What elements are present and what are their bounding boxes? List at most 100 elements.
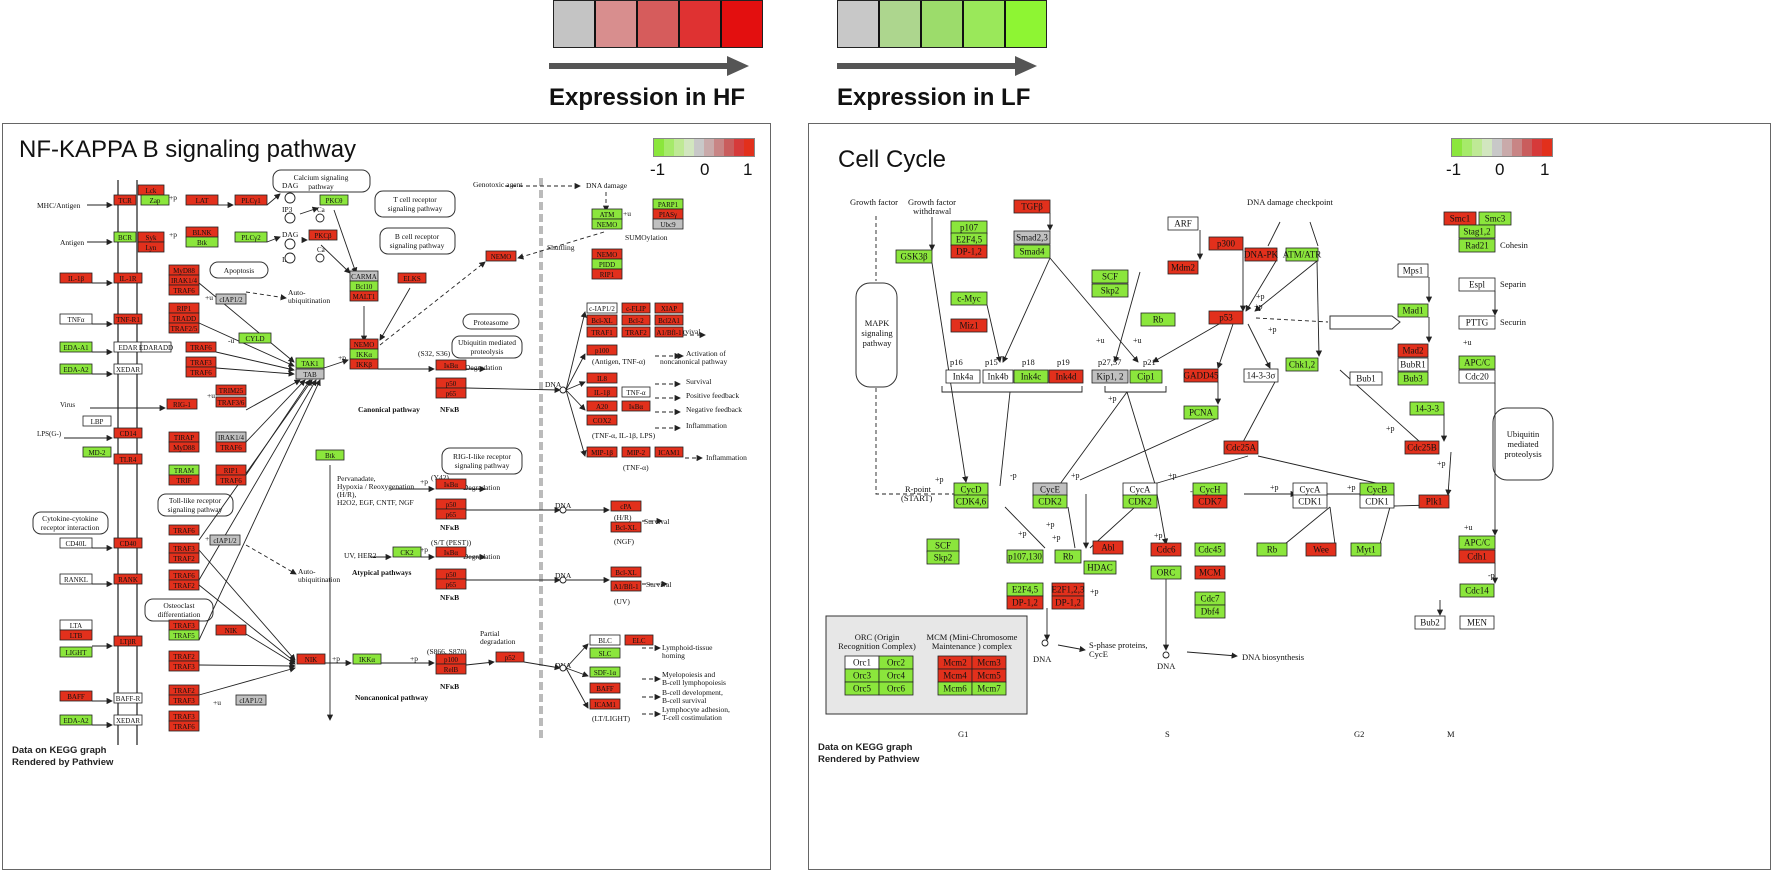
lfbar-cell-2 [922,1,964,47]
gene-node-nfkb-44: MyD88 [168,441,200,453]
svg-text:TIRAP: TIRAP [174,434,194,442]
gene-node-nfkb-79: CARMA [349,270,379,282]
hfbar-cell-1 [596,1,638,47]
gene-node-cc-66: Rad21 [1458,238,1496,253]
gene-node-nfkb-19: TNFα [59,313,93,325]
svg-text:IKKα: IKKα [359,656,375,664]
gene-node-nfkb-128: p65 [435,578,467,590]
svg-text:+p: +p [935,475,944,484]
gene-node-cc-38: CDK1 [1292,494,1328,509]
svg-text:Smad2,3: Smad2,3 [1016,233,1048,243]
svg-text:Plk1: Plk1 [1426,497,1443,507]
svg-text:XEDAR: XEDAR [116,366,140,374]
gene-node-nfkb-64: LTβR [113,635,143,647]
svg-text:BLC: BLC [598,637,612,645]
gene-node-nfkb-49: RIP1 [215,464,247,476]
gene-node-nfkb-7: Syk [137,231,165,243]
gene-node-orc-3: Orc4 [878,668,914,683]
svg-text:COX2: COX2 [593,417,612,425]
svg-text:p65: p65 [446,511,457,519]
lscale-swatch-1 [664,139,674,156]
gene-node-cc-51: Cdc6 [1150,542,1182,557]
svg-text:NFκB: NFκB [440,682,459,691]
gene-node-nfkb-95: PIDD [591,258,623,270]
svg-text:RANKL: RANKL [64,576,88,584]
svg-text:+p: +p [1437,459,1446,468]
svg-text:TRAF6: TRAF6 [220,444,242,452]
svg-text:Abl: Abl [1101,543,1115,553]
svg-text:mediated: mediated [1507,439,1539,449]
hf-arrow-head [727,56,749,76]
svg-text:E2F4,5: E2F4,5 [1012,585,1039,595]
gene-node-cc-46: Abl [1092,540,1124,555]
gene-node-nfkb-96: RIP1 [591,268,623,280]
gene-node-nfkb-120: IκBα [435,478,467,490]
svg-text:Apoptosis: Apoptosis [224,266,255,275]
gene-node-nfkb-101: c-FLIP [621,302,651,314]
svg-text:TRAF6: TRAF6 [190,344,212,352]
gene-node-nfkb-118: ICAM1 [654,446,684,458]
svg-text:TRIF: TRIF [176,477,191,485]
svg-text:+p: +p [1168,471,1177,480]
svg-text:Orc6: Orc6 [887,684,905,694]
svg-text:Proteasome: Proteasome [474,318,510,327]
rscale-swatch-6 [1512,139,1522,156]
svg-text:+p: +p [169,193,177,202]
gene-node-cc-77: APC/C [1458,535,1496,550]
gene-node-cc-9: SCF [1091,269,1129,284]
svg-text:Mad2: Mad2 [1403,346,1424,356]
gene-node-nfkb-1: Zap [140,194,170,206]
svg-text:Shuttling: Shuttling [547,243,575,252]
gene-node-cc-29: CycD [953,482,989,497]
svg-text:Ubiquitin: Ubiquitin [1507,429,1540,439]
gene-node-nfkb-61: LTA [59,619,93,631]
gene-node-cc-73: Bub3 [1397,371,1429,386]
svg-text:Ink4b: Ink4b [988,372,1009,382]
svg-text:BCR: BCR [118,234,132,242]
svg-text:p107: p107 [960,223,979,233]
nfkb-footer: Data on KEGG graph Rendered by Pathview [12,745,113,769]
svg-text:Skp2: Skp2 [1101,286,1120,296]
svg-text:+p: +p [1108,394,1117,403]
lf-label: Expression in LF [837,84,1031,111]
svg-text:noncanonical pathway: noncanonical pathway [660,357,728,366]
gene-node-nfkb-136: BLC [589,634,621,646]
rscale-swatch-1 [1462,139,1472,156]
gene-node-nfkb-37: RIG-1 [166,398,198,410]
svg-text:ELKS: ELKS [403,275,421,283]
svg-text:RelB: RelB [444,666,459,674]
svg-text:ELC: ELC [632,637,646,645]
gene-node-nfkb-100: c-IAP1/2 [586,302,618,314]
svg-text:+p: +p [1046,520,1055,529]
svg-text:(TNF-α): (TNF-α) [623,463,649,472]
svg-text:(H/R): (H/R) [614,513,632,522]
svg-text:Orc5: Orc5 [853,684,871,694]
gene-node-mcm-5: Mcm7 [971,681,1007,696]
svg-text:(H/R),: (H/R), [337,490,356,499]
gene-node-nfkb-109: p100 [586,344,618,356]
lf-arrow-head [1015,56,1037,76]
gene-node-nfkb-87: TAB [295,368,325,380]
gene-node-cc-70: Mad1 [1397,303,1429,318]
gene-node-nfkb-43: TIRAP [168,431,200,443]
svg-text:Recognition Complex): Recognition Complex) [838,641,916,651]
svg-text:Bub2: Bub2 [1420,618,1440,628]
gene-node-cc-32: CDK2 [1032,494,1068,509]
svg-text:ubiquitination: ubiquitination [288,296,330,305]
gene-node-cc-16: ATM/ATR [1283,247,1321,262]
svg-text:RIP1: RIP1 [224,467,239,475]
gene-node-nfkb-15: TRAF6 [168,284,200,296]
gene-node-cc-55: Cdc7 [1194,591,1226,606]
gene-node-cc-50: DP-1,2 [1051,595,1085,610]
svg-text:CycA: CycA [1300,485,1321,495]
svg-text:+p: +p [420,545,428,554]
gene-node-nfkb-92: ATM [591,208,623,220]
svg-text:(Y42): (Y42) [431,473,449,482]
svg-text:(LT/LIGHT): (LT/LIGHT) [592,714,631,723]
gene-node-cc-54: MCM [1194,565,1226,580]
svg-text:pathway: pathway [308,182,334,191]
svg-text:signaling: signaling [861,328,893,338]
svg-text:CD40: CD40 [120,540,137,548]
svg-text:+u: +u [1133,336,1142,345]
svg-text:RANK: RANK [118,576,138,584]
